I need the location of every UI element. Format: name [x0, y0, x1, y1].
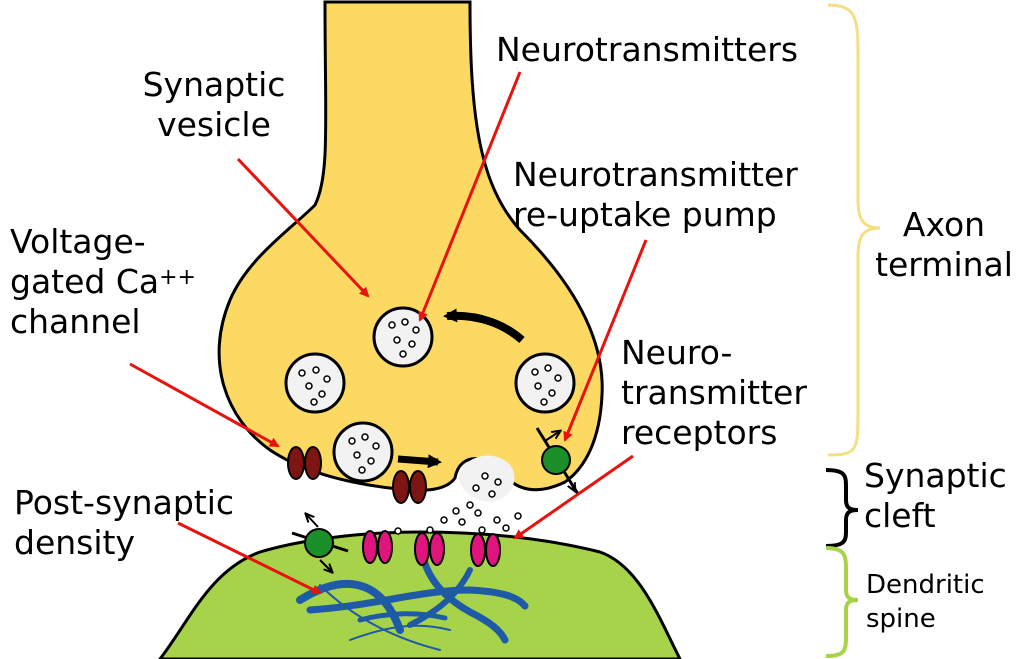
vesicle-movement-arrow: [397, 454, 442, 469]
axon-terminal-label: Axon terminal: [864, 205, 1024, 285]
receptors-label-line3: receptors: [621, 413, 778, 452]
synaptic-cleft-label: Synaptic cleft: [864, 456, 1007, 536]
reuptake-pump-label-line1: Neurotransmitter: [513, 155, 798, 194]
ca-channel-label-line1: Voltage-: [10, 222, 146, 261]
dendritic-spine-label-line1: Dendritic: [866, 570, 985, 600]
dendritic-spine-label: Dendritic spine: [866, 568, 985, 636]
neurotransmitters-label-text: Neurotransmitters: [496, 30, 799, 69]
synaptic-cleft-label-line2: cleft: [864, 496, 936, 535]
recycle-arrow: [443, 308, 525, 344]
receptor-icon: [362, 530, 501, 567]
reuptake-pump-icon: [535, 427, 580, 495]
synaptic-vesicle-label-line2: vesicle: [157, 105, 271, 144]
axon-terminal-brace: [827, 3, 881, 457]
released-neurotransmitters: [394, 472, 522, 535]
post-synaptic-density-label-line2: density: [14, 523, 135, 562]
cytoskeleton-filament-icon: [296, 541, 529, 651]
post-synaptic-density-label-line1: Post-synaptic: [14, 483, 235, 522]
ca-channel-label-line2: gated Ca++: [10, 262, 196, 302]
synaptic-vesicle-icon: [514, 352, 576, 414]
reuptake-pump-icon: [291, 514, 349, 572]
reuptake-pump-label: Neurotransmitter re-uptake pump: [513, 155, 798, 235]
ca-channel-label-base: gated Ca: [10, 262, 160, 301]
neurotransmitters-label: Neurotransmitters: [496, 30, 798, 70]
synaptic-vesicle-icon: [372, 306, 434, 368]
synaptic-vesicle-icon: [284, 352, 346, 414]
dendritic-spine-brace: [825, 546, 859, 658]
reuptake-pump-label-line2: re-uptake pump: [513, 195, 777, 234]
synaptic-vesicle-label-line1: Synaptic: [142, 65, 286, 104]
axon-terminal-label-line1: Axon: [902, 205, 986, 244]
calcium-channel-icon: [287, 446, 427, 504]
label-arrows: [129, 71, 648, 595]
axon-terminal-label-line2: terminal: [875, 245, 1013, 284]
receptors-label: Neuro- transmitter receptors: [621, 333, 807, 453]
synaptic-vesicle-icon: [332, 421, 394, 483]
synaptic-cleft-brace: [825, 468, 859, 548]
synaptic-cleft-label-line1: Synaptic: [864, 456, 1007, 495]
ca-channel-label: Voltage- gated Ca++ channel: [10, 222, 196, 342]
dendritic-spine-label-line2: spine: [866, 604, 936, 634]
synaptic-vesicle-label: Synaptic vesicle: [128, 65, 300, 145]
ca-channel-label-line3: channel: [10, 302, 141, 341]
receptors-label-line1: Neuro-: [621, 333, 733, 372]
post-synaptic-density-label: Post-synaptic density: [14, 483, 234, 563]
ca-channel-label-sup: ++: [159, 265, 196, 290]
receptors-label-line2: transmitter: [621, 373, 807, 412]
